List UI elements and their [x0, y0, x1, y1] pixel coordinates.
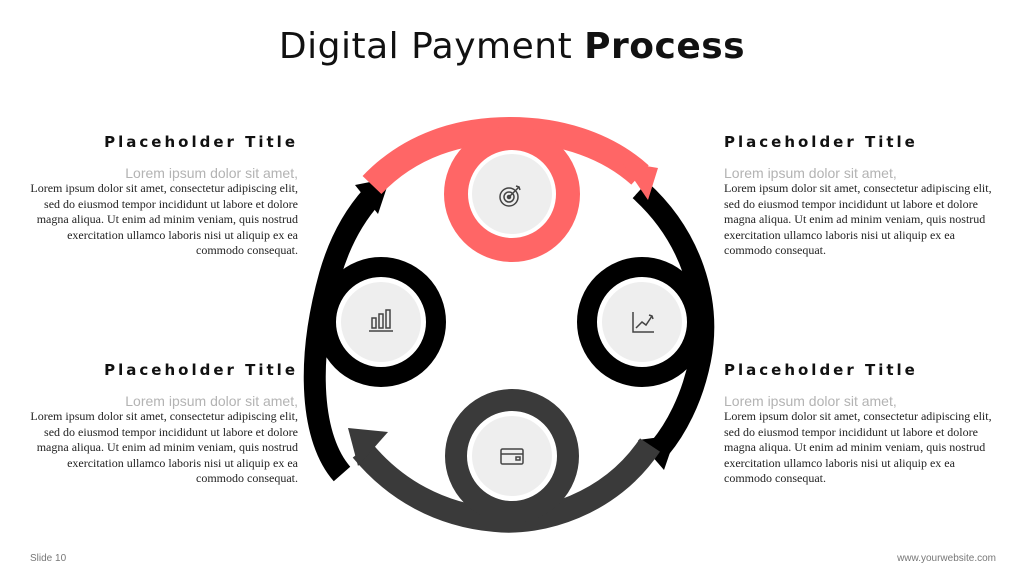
text-block-bottom-right: Placeholder Title Lorem ipsum dolor sit …: [724, 361, 996, 487]
bar-chart-icon: [369, 309, 393, 332]
text-block-bottom-left: Placeholder Title Lorem ipsum dolor sit …: [26, 361, 298, 487]
block-title: Placeholder Title: [724, 133, 918, 151]
website-link[interactable]: www.yourwebsite.com: [897, 553, 996, 564]
line-chart-icon: [632, 312, 654, 333]
block-title: Placeholder Title: [104, 361, 298, 379]
block-title: Placeholder Title: [724, 361, 918, 379]
slide-number: Slide 10: [30, 553, 67, 564]
ring-left: [316, 257, 446, 387]
ring-right: [577, 257, 707, 387]
block-body: Lorem ipsum dolor sit amet, consectetur …: [724, 409, 992, 485]
block-body: Lorem ipsum dolor sit amet, consectetur …: [30, 181, 298, 257]
payment-card-icon: [500, 448, 524, 465]
icon-disc-left: [341, 282, 421, 362]
arrowhead-top: [622, 162, 658, 200]
block-title: Placeholder Title: [104, 133, 298, 151]
arrowhead-bottom: [348, 428, 388, 466]
text-block-top-left: Placeholder Title Lorem ipsum dolor sit …: [26, 133, 298, 259]
text-block-top-right: Placeholder Title Lorem ipsum dolor sit …: [724, 133, 996, 259]
ring-bottom: [445, 389, 579, 523]
ring-top: [444, 126, 580, 262]
block-subtitle: Lorem ipsum dolor sit amet,: [125, 165, 298, 181]
slide-title: Digital Payment Process: [0, 26, 1024, 67]
block-subtitle: Lorem ipsum dolor sit amet,: [125, 393, 298, 409]
block-subtitle: Lorem ipsum dolor sit amet,: [724, 165, 897, 181]
block-body: Lorem ipsum dolor sit amet, consectetur …: [30, 409, 298, 485]
icon-disc-bottom: [472, 416, 552, 496]
block-body: Lorem ipsum dolor sit amet, consectetur …: [724, 181, 992, 257]
block-subtitle: Lorem ipsum dolor sit amet,: [724, 393, 897, 409]
title-light: Digital Payment: [278, 26, 585, 67]
target-icon: [499, 185, 521, 207]
title-bold: Process: [584, 26, 746, 67]
